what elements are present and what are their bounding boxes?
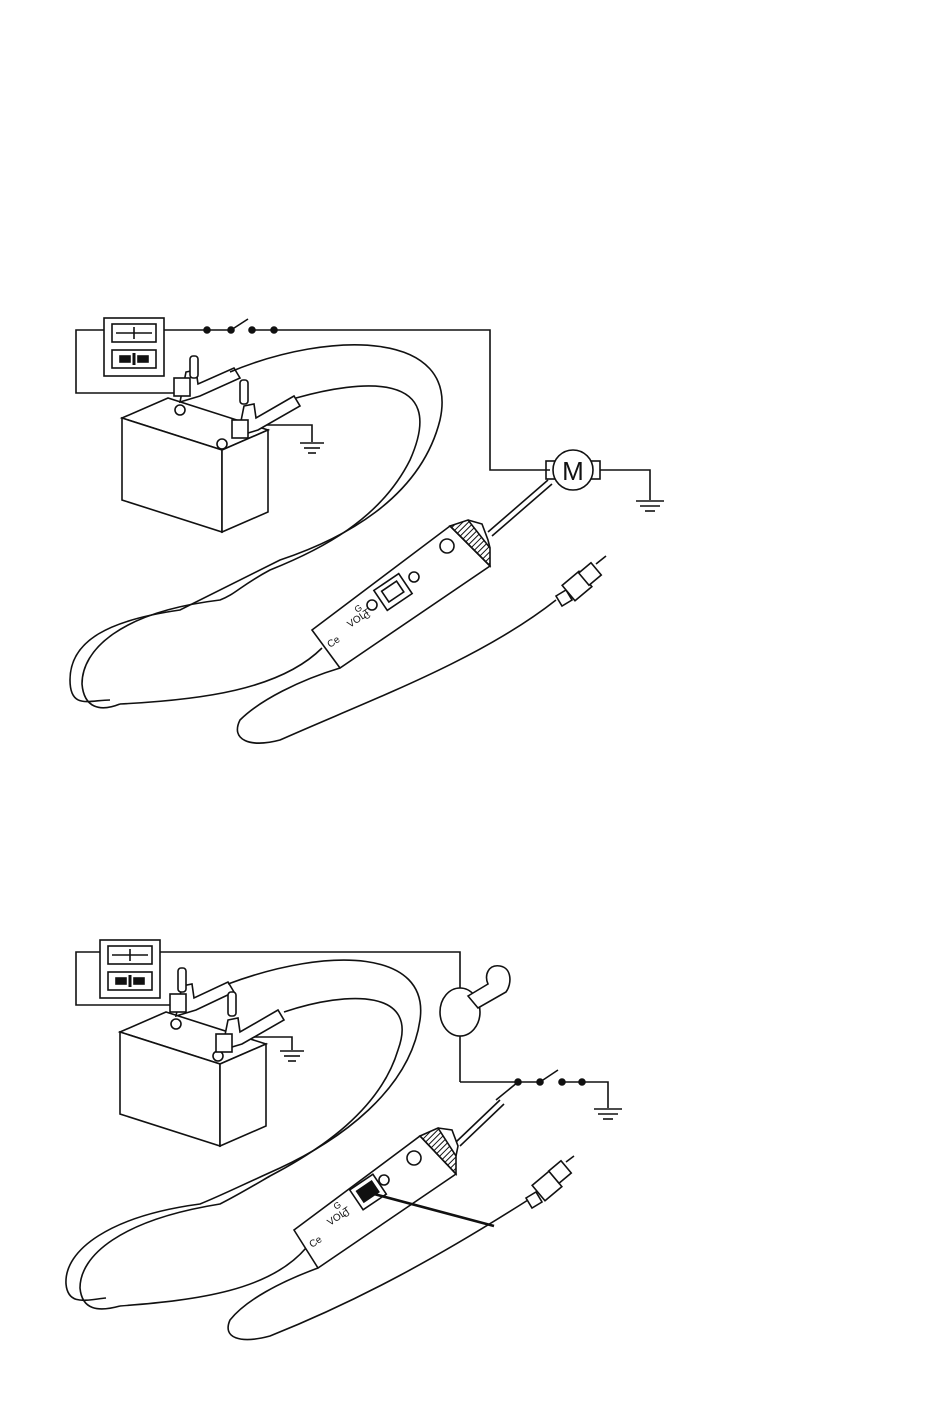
switch-bottom [460,1070,608,1108]
ground-symbol-switch-bottom [594,1109,622,1119]
wire-to-horn [160,952,460,990]
cable-to-tester-top [120,648,322,704]
tester-control-box-bottom [100,940,160,998]
probe-tester-top: VOLT G C Ce [312,480,552,668]
horn-symbol [440,966,510,1082]
ground-symbol-battery-bottom [280,1051,304,1061]
clamp-positive-bottom [170,968,234,1016]
diagram-bottom: VOLT G C Ce [66,940,622,1339]
tester-control-box-top [104,318,164,376]
probe-contact-line-bottom [496,1082,518,1100]
ground-symbol-battery-top [300,443,324,453]
aux-plug-top [556,556,606,606]
clamp-positive-top [174,356,240,402]
ground-symbol-motor [636,501,664,511]
motor-label: M [562,456,584,486]
diagram-top: M [70,318,664,743]
probe-tester-bottom: VOLT G C Ce [294,1100,504,1268]
cable-to-tester-bottom [120,1248,306,1306]
aux-plug-bottom [526,1156,574,1208]
cable-red-top [70,345,442,702]
motor-symbol: M [546,450,650,500]
